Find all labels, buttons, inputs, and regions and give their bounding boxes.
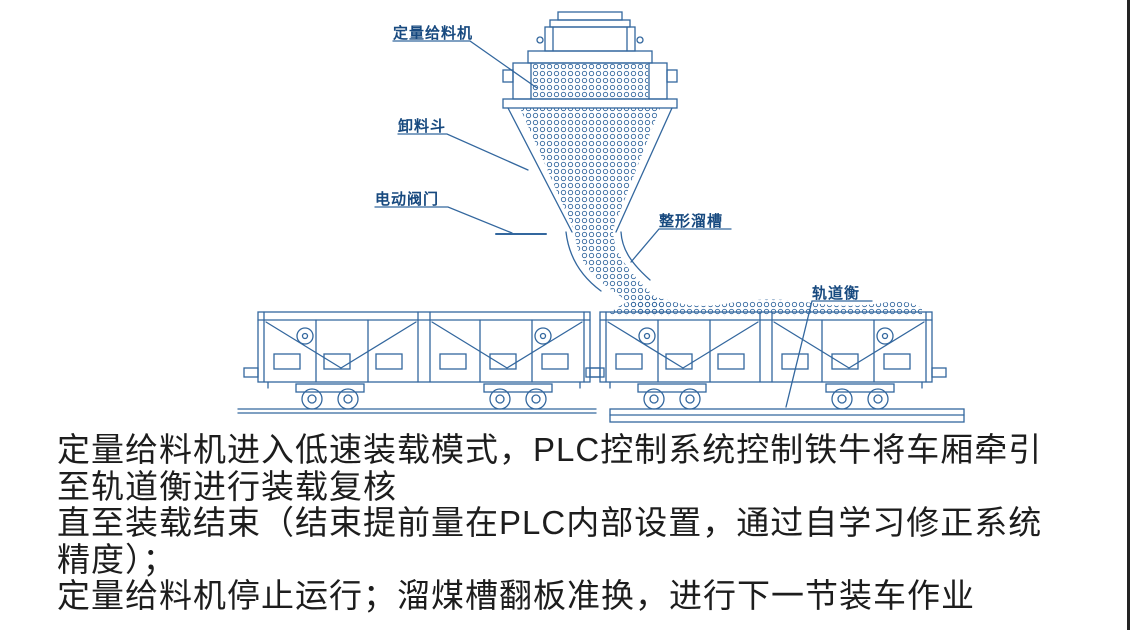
leader-scale — [785, 300, 873, 408]
body-line: 直至装载结束（结束提前量在PLC内部设置，通过自学习修正系统 — [57, 504, 1043, 542]
label-feeder: 定量给料机 — [393, 25, 474, 42]
discharge-hopper — [507, 107, 673, 233]
label-scale: 轨道衡 — [812, 285, 861, 302]
body-line: 定量给料机进入低速装载模式，PLC控制系统控制铁牛将车厢牵引 — [57, 431, 1043, 468]
leader-feeder — [392, 40, 538, 89]
leader-valve — [374, 206, 513, 234]
body-line: 至轨道衡进行装载复核 — [57, 467, 397, 505]
leader-hopper — [397, 133, 529, 171]
material-flow — [520, 63, 922, 316]
description-text: 定量给料机进入低速装载模式，PLC控制系统控制铁牛将车厢牵引 至轨道衡进行装载复… — [57, 431, 1125, 615]
coal-heap — [606, 297, 922, 316]
material-stream — [575, 232, 674, 316]
leader-chute — [630, 228, 732, 263]
feeder-machine — [502, 11, 678, 109]
shaping-chute — [565, 231, 651, 292]
label-hopper: 卸料斗 — [398, 118, 447, 135]
rail-line — [237, 408, 597, 414]
label-chute: 整形溜槽 — [659, 213, 724, 230]
loading-system-diagram — [237, 11, 965, 423]
body-line: 定量给料机停止运行；溜煤槽翻板准换，进行下一节装车作业 — [57, 577, 975, 615]
window-edge — [1127, 0, 1130, 630]
right-hopper-car — [585, 311, 947, 410]
label-valve: 电动阀门 — [375, 191, 440, 208]
track-scale-platform — [609, 408, 965, 423]
body-line: 精度）； — [57, 540, 177, 578]
leader-lines — [374, 40, 873, 408]
left-hopper-car — [243, 311, 605, 410]
